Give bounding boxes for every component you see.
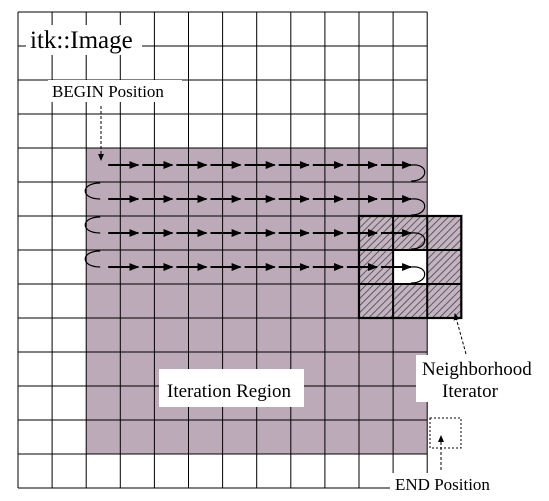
label-pointers <box>98 106 467 470</box>
end-bg <box>390 473 503 495</box>
scan-arrows <box>84 161 426 284</box>
end-position-label: END Position <box>395 475 490 494</box>
image-title: itk::Image <box>30 27 133 54</box>
begin-position-label: BEGIN Position <box>52 82 164 101</box>
neighborhood-bg <box>416 355 540 402</box>
neighborhood-cell <box>359 284 394 318</box>
neighborhood-cell <box>427 284 462 318</box>
label-backgrounds <box>26 25 540 495</box>
neighborhood-cell <box>427 216 462 250</box>
wrap-loop-right <box>411 266 426 284</box>
neighborhood-cell <box>393 284 428 318</box>
wrap-loop-right <box>411 232 426 250</box>
neighborhood-label: Neighborhood <box>422 359 532 380</box>
wrap-loop-left <box>84 216 101 234</box>
iteration-region-bg <box>159 369 304 407</box>
begin-bg <box>48 80 182 102</box>
wrap-loop-left <box>84 182 101 200</box>
iteration-region-label: Iteration Region <box>167 381 291 402</box>
iterator-label: Iterator <box>442 381 499 402</box>
end-position-marker <box>429 417 462 449</box>
neighborhood-cell <box>427 250 462 284</box>
wrap-loop-right <box>411 198 426 216</box>
wrap-loop-right <box>411 164 426 182</box>
wrap-loop-left <box>84 250 101 268</box>
neighborhood-pointer <box>453 313 467 355</box>
title-bg <box>26 25 142 55</box>
